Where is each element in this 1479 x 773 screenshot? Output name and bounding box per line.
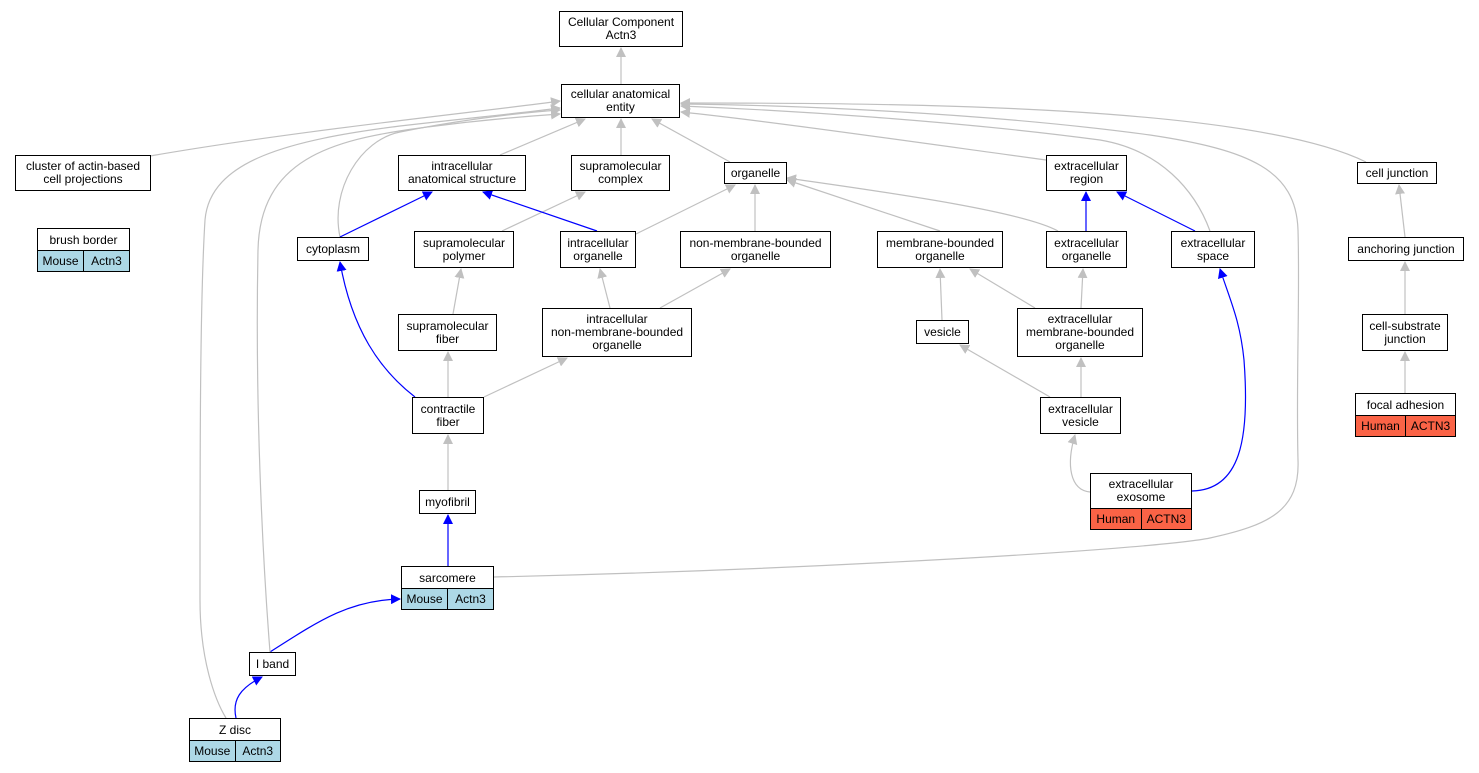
species-cell: Mouse (190, 741, 235, 761)
edge-zdisc-cae (199, 104, 561, 719)
gene-cell: Actn3 (447, 589, 493, 609)
node-intracellular-organelle[interactable]: intracellular organelle (560, 231, 636, 268)
node-membrane-bounded-organelle[interactable]: membrane-bounded organelle (877, 231, 1003, 268)
node-i-band[interactable]: I band (249, 652, 296, 676)
node-extracellular-exosome[interactable]: extracellular exosome Human ACTN3 (1090, 473, 1192, 530)
edge-cf-cytoplasm (336, 261, 416, 398)
node-vesicle[interactable]: vesicle (916, 320, 969, 344)
edge-embo-eco (1077, 268, 1088, 309)
annotation-row: Mouse Actn3 (38, 251, 129, 271)
node-anchoring-junction[interactable]: anchoring junction (1348, 237, 1464, 261)
node-cellular-component-root[interactable]: Cellular Component Actn3 (559, 11, 683, 47)
node-non-membrane-bounded-organelle[interactable]: non-membrane-bounded organelle (680, 231, 831, 268)
node-extracellular-vesicle[interactable]: extracellular vesicle (1040, 397, 1121, 434)
edge-exo-ecs (1191, 268, 1247, 492)
annotation-row: Human ACTN3 (1091, 509, 1191, 529)
edge-exo-ecv (1067, 434, 1091, 493)
edge-organelle-cae (651, 118, 731, 163)
node-cell-junction[interactable]: cell junction (1357, 162, 1437, 184)
gene-cell: Actn3 (234, 741, 280, 761)
node-label: sarcomere (402, 567, 493, 589)
annotation-row: Mouse Actn3 (190, 741, 280, 761)
edge-aj-cj (1395, 184, 1406, 238)
node-cytoplasm[interactable]: cytoplasm (297, 237, 369, 261)
node-contractile-fiber[interactable]: contractile fiber (412, 397, 484, 434)
node-supramolecular-complex[interactable]: supramolecular complex (571, 155, 670, 191)
node-supramolecular-fiber[interactable]: supramolecular fiber (398, 314, 497, 351)
edge-cf-inmbo (483, 357, 568, 398)
node-label: brush border (38, 229, 129, 251)
node-extracellular-region[interactable]: extracellular region (1046, 155, 1127, 191)
edge-smf-smp (452, 268, 465, 315)
node-supramolecular-polymer[interactable]: supramolecular polymer (414, 231, 514, 268)
node-cellular-anatomical-entity[interactable]: cellular anatomical entity (561, 84, 680, 118)
edge-cytoplasm-cae (337, 105, 561, 238)
node-sarcomere[interactable]: sarcomere Mouse Actn3 (401, 566, 494, 610)
edge-embo-mbo (969, 268, 1036, 309)
edge-smp-smc (501, 191, 586, 232)
edge-ecv-vesicle (959, 344, 1051, 398)
node-z-disc[interactable]: Z disc Mouse Actn3 (189, 718, 281, 762)
annotation-row: Human ACTN3 (1356, 416, 1455, 436)
edge-inmbo-io (597, 268, 611, 309)
node-intracellular-anatomical-structure[interactable]: intracellular anatomical structure (398, 155, 526, 191)
edge-inmbo-nmbo (659, 268, 731, 309)
edge-iband-sarc (269, 594, 401, 653)
species-cell: Mouse (38, 251, 83, 271)
edge-cj-cae (680, 98, 1367, 163)
node-brush-border[interactable]: brush border Mouse Actn3 (37, 228, 130, 272)
edge-sarc-cae (493, 99, 1300, 578)
node-myofibril[interactable]: myofibril (419, 490, 476, 514)
node-cell-substrate-junction[interactable]: cell-substrate junction (1362, 314, 1448, 351)
edge-iband-cae (256, 109, 561, 653)
node-label: Z disc (190, 719, 280, 741)
annotation-row: Mouse Actn3 (402, 589, 493, 609)
edge-cluster-cae (149, 97, 561, 157)
edge-ias-cae (499, 117, 586, 156)
edge-vesicle-mbo (935, 268, 946, 321)
gene-cell: ACTN3 (1140, 509, 1191, 529)
species-cell: Mouse (402, 589, 447, 609)
edge-eco-organelle (786, 174, 1059, 232)
edge-cytoplasm-ias (339, 191, 433, 238)
edge-ecs-cae (680, 101, 1211, 232)
edge-io-organelle (635, 184, 736, 235)
gene-cell: Actn3 (83, 251, 129, 271)
node-label: focal adhesion (1356, 394, 1455, 416)
node-cluster-of-actin-based-cell-projections[interactable]: cluster of actin-based cell projections (15, 155, 151, 191)
node-extracellular-organelle[interactable]: extracellular organelle (1046, 231, 1127, 268)
edge-io-ias (482, 190, 598, 232)
species-cell: Human (1356, 416, 1405, 436)
edge-mbo-organelle (786, 178, 941, 232)
edge-ecr-cae (680, 107, 1047, 161)
node-intracellular-non-membrane-bounded-organelle[interactable]: intracellular non-membrane-bounded organ… (542, 308, 692, 357)
gene-cell: ACTN3 (1405, 416, 1455, 436)
node-extracellular-space[interactable]: extracellular space (1171, 231, 1255, 268)
edge-zdisc-iband (234, 676, 263, 719)
node-label: extracellular exosome (1091, 474, 1191, 509)
node-extracellular-membrane-bounded-organelle[interactable]: extracellular membrane-bounded organelle (1017, 308, 1143, 357)
node-focal-adhesion[interactable]: focal adhesion Human ACTN3 (1355, 393, 1456, 437)
species-cell: Human (1091, 509, 1141, 529)
edge-ecs-ecr (1116, 191, 1196, 232)
node-organelle[interactable]: organelle (724, 162, 787, 184)
